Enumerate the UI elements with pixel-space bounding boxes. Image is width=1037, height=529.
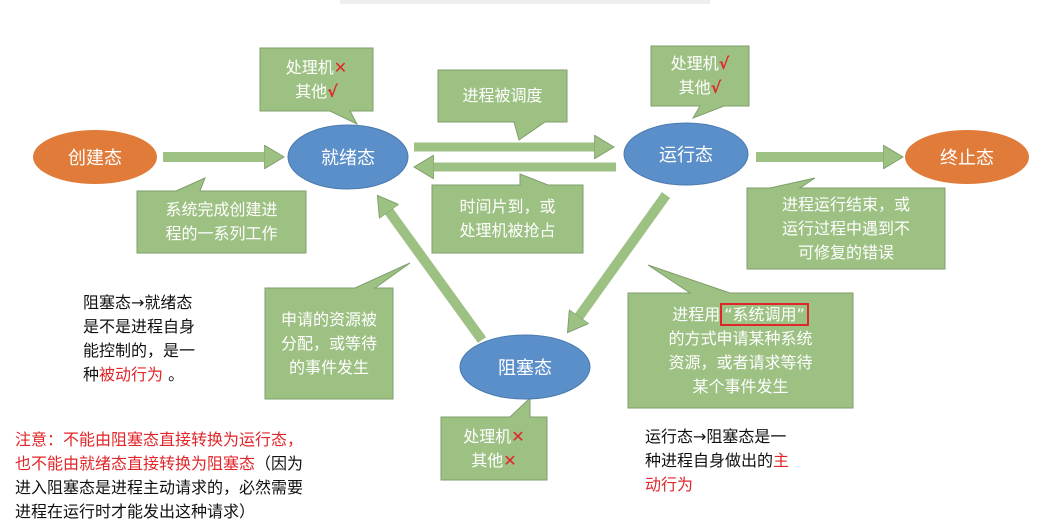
warning-text: 注意：不能由阻塞态直接转换为运行态，: [15, 430, 304, 449]
state-shape-running: [623, 122, 749, 186]
text-line: 分配，或等待: [280, 333, 377, 353]
other-label: 其他: [295, 81, 328, 101]
text-line: 运行态→阻塞态是一: [645, 427, 787, 446]
state-running: 运行态: [659, 145, 713, 166]
slide-top-strip: [340, 0, 710, 4]
state-shape-blocked: [459, 334, 591, 400]
text-line: 系统完成创建进: [165, 200, 278, 219]
highlight-text: 被动行为: [99, 365, 164, 384]
syscall-highlight: “系统调用”: [720, 302, 809, 326]
text-line: 申请的资源被: [280, 309, 377, 329]
state-shape-new: [33, 130, 157, 184]
text-line: 。: [163, 365, 185, 384]
processor-label: 处理机: [285, 57, 334, 77]
callout-shape-scheduled: [437, 69, 568, 141]
text-line: 能控制的，是一: [83, 341, 196, 360]
callout-shape-running-resources: [650, 45, 750, 119]
note-active-behavior: 运行态→阻塞态是一 种进程自身做出的主 动行为: [645, 425, 845, 497]
callout-blocked-resources: 处理机✕ 其他✕: [441, 417, 547, 480]
processor-label: 处理机: [670, 54, 719, 73]
state-new: 创建态: [68, 148, 122, 169]
cross-icon: ✕: [511, 426, 525, 446]
state-shape-terminated: [905, 130, 1029, 184]
callout-shape-finished: [746, 177, 946, 270]
text-line: 阻塞态→就绪态: [83, 293, 193, 312]
state-terminated: 终止态: [940, 148, 994, 169]
callout-shape-resource-allocated: [264, 262, 411, 400]
text-line: 的事件发生: [288, 357, 369, 377]
text-line: 程的一系列工作: [165, 224, 278, 243]
callout-shape-ready-resources: [259, 47, 374, 126]
text-line: 可修复的错误: [797, 242, 894, 262]
cross-icon: ✕: [333, 57, 348, 77]
warning-text: 也不能由就绪态直接转换为阻塞态: [15, 454, 256, 473]
text-line: 是不是进程自身: [83, 317, 196, 336]
callout-syscall: 进程用“系统调用” 的方式申请某种系统 资源，或者请求等待 某个事件发生: [628, 293, 853, 408]
check-icon: √: [710, 78, 722, 97]
text-line: 种进程自身做出的: [645, 451, 774, 470]
processor-label: 处理机: [463, 426, 512, 446]
check-icon: √: [718, 54, 730, 73]
callout-scheduled: 进程被调度: [462, 86, 543, 105]
cross-icon: ✕: [503, 450, 517, 470]
text-line: 时间片到，或: [459, 197, 556, 216]
text-line: 进程在运行时才能发出这种请求）: [15, 502, 256, 521]
callout-shape-syscall: [627, 264, 854, 409]
callout-resource-allocated: 申请的资源被分配，或等待的事件发生: [265, 288, 393, 399]
text-line: 的方式申请某种系统: [668, 328, 813, 348]
text-line: 进入阻塞态是进程主动请求的，必然需要: [15, 478, 304, 497]
state-ready: 就绪态: [321, 148, 375, 169]
text-line: 处理机被抢占: [459, 221, 556, 240]
highlight-text: 主: [773, 451, 790, 470]
callout-finished: 进程运行结束，或运行过程中遇到不可修复的错误: [747, 188, 945, 269]
text-line: 某个事件发生: [692, 376, 789, 396]
callout-shape-create-done: [136, 177, 307, 254]
state-blocked: 阻塞态: [498, 358, 552, 379]
text-line: （因为: [255, 454, 304, 473]
state-shape-ready: [287, 124, 409, 190]
text-line: 进程运行结束，或: [781, 194, 910, 214]
note-warning: 注意：不能由阻塞态直接转换为运行态， 也不能由就绪态直接转换为阻塞态（因为 进入…: [15, 428, 435, 524]
text-line: 进程用: [672, 304, 721, 324]
other-label: 其他: [678, 78, 711, 97]
highlight-text: 动行为: [645, 475, 694, 494]
callout-running-resources: 处理机√ 其他√: [651, 46, 749, 106]
callout-create-done: 系统完成创建进程的一系列工作: [137, 191, 306, 253]
callout-shape-preempted: [431, 173, 584, 254]
text-line: 运行过程中遇到不: [781, 218, 910, 238]
callout-preempted: 时间片到，或处理机被抢占: [432, 185, 583, 253]
check-icon: √: [327, 81, 338, 101]
text-line: 资源，或者请求等待: [668, 352, 813, 372]
other-label: 其他: [471, 450, 504, 470]
arrow-blocked-to-ready: [388, 210, 487, 343]
note-passive-behavior: 阻塞态→就绪态 是不是进程自身 能控制的，是一 种被动行为 。: [83, 291, 253, 387]
callout-shape-blocked-resources: [440, 396, 548, 481]
arrow-running-to-blocked: [578, 192, 671, 318]
text-line: 种: [83, 365, 100, 384]
callout-ready-resources: 处理机✕ 其他√: [260, 48, 373, 111]
